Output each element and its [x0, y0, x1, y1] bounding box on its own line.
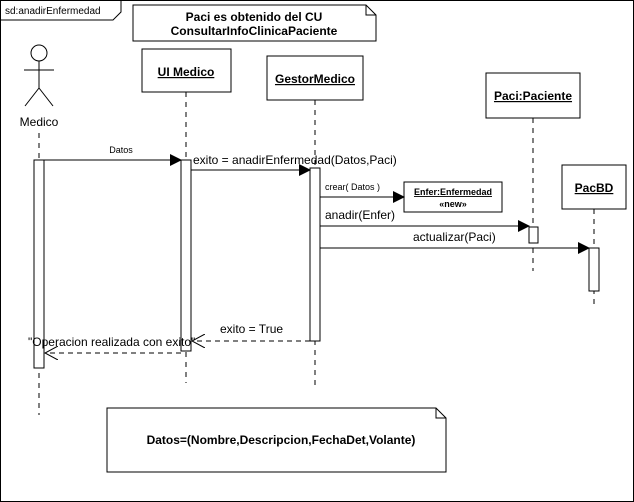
participant-ui-medico-label: UI Medico: [158, 65, 215, 79]
activation-gestor-medico: [309, 167, 321, 342]
message-actualizar-label: actualizar(Paci): [413, 230, 496, 244]
title-note-line1: Paci es obtenido del CU: [186, 10, 323, 24]
participant-paci-paciente-label: Paci:Paciente: [494, 89, 572, 103]
message-datos-label: Datos: [109, 145, 133, 155]
activation-medico: [33, 159, 45, 369]
message-crear-label: crear( Datos ): [325, 182, 380, 192]
frame-tab: [0, 0, 122, 21]
title-note-fold: [365, 5, 376, 16]
frame-label: sd:anadirEnfermedad: [5, 6, 101, 17]
activation-paci-paciente: [528, 226, 539, 244]
participant-pacbd-label: PacBD: [575, 181, 614, 195]
message-anadir-enfermedad-label: exito = anadirEnfermedad(Datos,Paci): [193, 153, 397, 167]
participant-gestor-medico-label: GestorMedico: [275, 72, 355, 86]
activation-pacbd: [588, 247, 600, 292]
activation-ui-medico: [180, 159, 192, 352]
datos-note: [106, 407, 447, 473]
message-anadir-enfer-label: anadir(Enfer): [325, 208, 395, 222]
actor-icon: [24, 44, 54, 107]
title-note-line2: ConsultarInfoClinicaPaciente: [171, 24, 338, 38]
datos-note-text: Datos=(Nombre,Descripcion,FechaDet,Volan…: [147, 433, 416, 447]
participant-enfer-stereotype: «new»: [439, 199, 467, 209]
datos-note-fold: [435, 408, 446, 419]
message-operacion-label: "Operacion realizada con exito": [28, 335, 195, 349]
participant-pacbd: [561, 164, 627, 210]
participant-enfer-label: Enfer:Enfermedad: [414, 187, 492, 197]
title-note: [132, 4, 377, 42]
message-exito-true-label: exito = True: [220, 322, 283, 336]
actor-name: Medico: [20, 115, 59, 129]
